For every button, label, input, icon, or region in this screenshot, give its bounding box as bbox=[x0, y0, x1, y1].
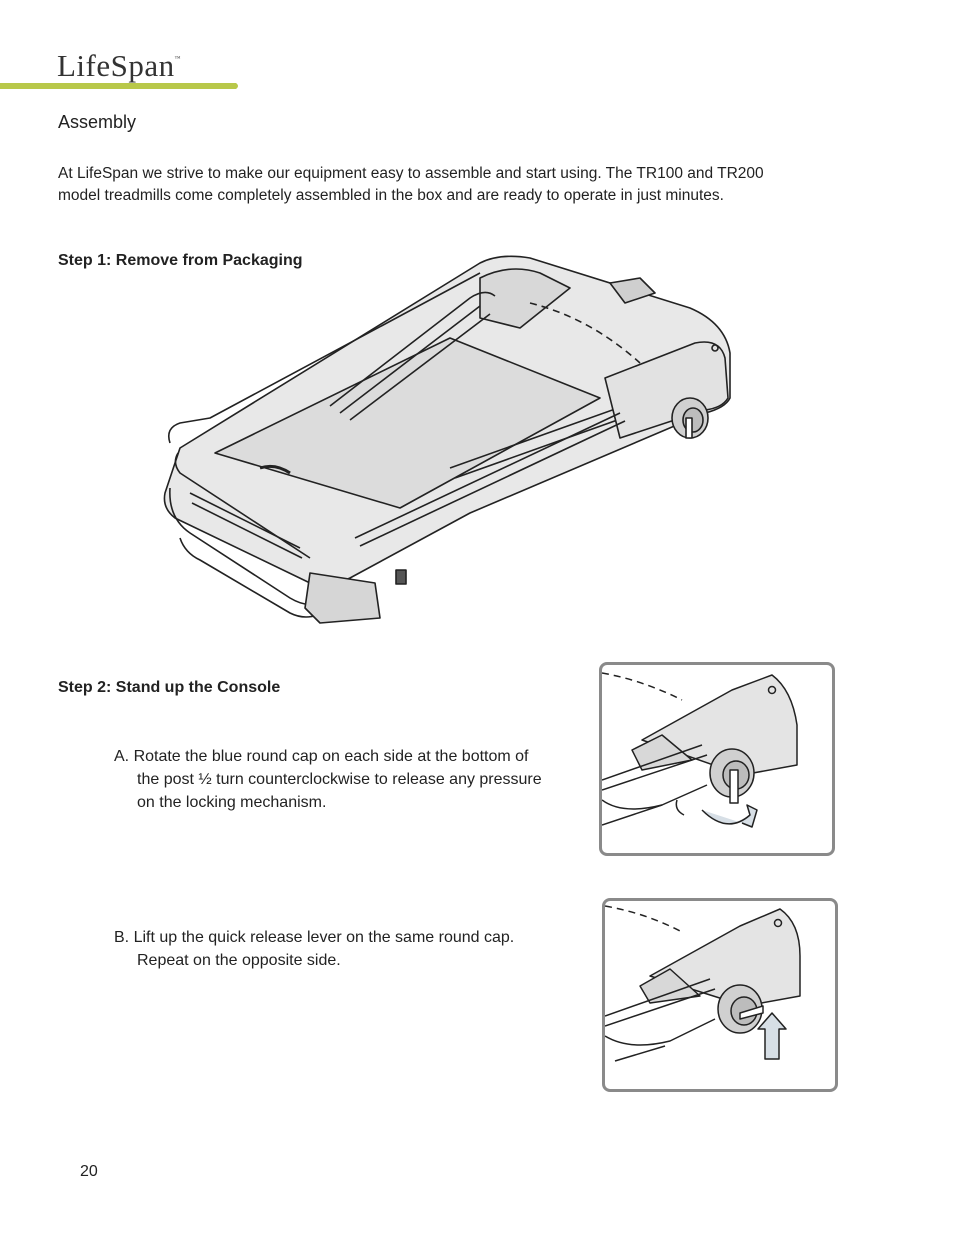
page-number: 20 bbox=[80, 1163, 98, 1180]
lift-lever-detail-illustration bbox=[602, 898, 838, 1092]
intro-paragraph: At LifeSpan we strive to make our equipm… bbox=[58, 163, 838, 207]
step1-heading: Step 1: Remove from Packaging bbox=[58, 252, 303, 269]
lift-lever-drawing bbox=[605, 905, 801, 1062]
rotate-cap-drawing bbox=[602, 672, 798, 828]
intro-line-2: model treadmills come completely assembl… bbox=[58, 187, 724, 204]
section-title: Assembly bbox=[58, 112, 137, 132]
instruction-b-line-1: B. Lift up the quick release lever on th… bbox=[114, 929, 515, 946]
brand-name: LifeSpan bbox=[57, 48, 175, 83]
rotate-cap-detail-illustration bbox=[599, 662, 835, 856]
intro-line-1: At LifeSpan we strive to make our equipm… bbox=[58, 165, 764, 182]
step2-heading: Step 2: Stand up the Console bbox=[58, 679, 281, 696]
instruction-a: A. Rotate the blue round cap on each sid… bbox=[114, 745, 584, 814]
folded-treadmill-illustration bbox=[163, 255, 731, 624]
instruction-a-line-3: on the locking mechanism. bbox=[137, 794, 327, 811]
instruction-a-line-2: the post ½ turn counterclockwise to rele… bbox=[137, 771, 542, 788]
trademark-symbol: ™ bbox=[174, 56, 182, 62]
instruction-b-line-2: Repeat on the opposite side. bbox=[137, 952, 341, 969]
instruction-a-line-1: A. Rotate the blue round cap on each sid… bbox=[114, 748, 529, 765]
logo-accent-bar bbox=[0, 83, 238, 89]
brand-logo: LifeSpan™ bbox=[57, 48, 181, 84]
instruction-b: B. Lift up the quick release lever on th… bbox=[114, 926, 584, 972]
